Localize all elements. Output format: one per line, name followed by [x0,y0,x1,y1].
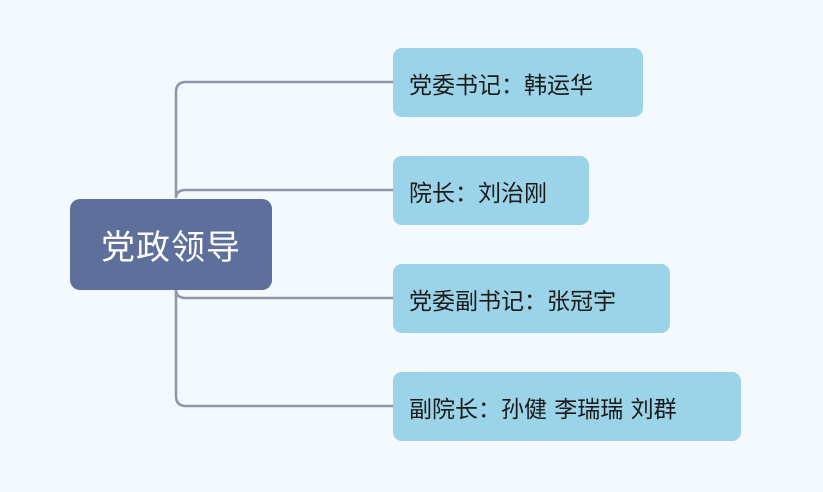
connector-line-2 [174,289,393,300]
connector-line-0 [174,80,393,198]
connector-line-3 [174,290,393,408]
subtopic-label: 党委副书记：张冠宇 [409,288,616,315]
subtopic-party-secretary[interactable]: 党委书记：韩运华 [393,48,643,117]
subtopic-president[interactable]: 院长：刘治刚 [393,156,589,225]
connector-line-1 [174,188,393,199]
subtopic-label: 副院长：孙健 李瑞瑞 刘群 [409,396,677,423]
subtopic-deputy-party-secretary[interactable]: 党委副书记：张冠宇 [393,264,670,333]
root-topic[interactable]: 党政领导 [70,199,272,290]
root-topic-label: 党政领导 [101,228,241,268]
subtopic-label: 院长：刘治刚 [409,180,547,207]
subtopic-vice-presidents[interactable]: 副院长：孙健 李瑞瑞 刘群 [393,372,741,441]
subtopic-label: 党委书记：韩运华 [409,72,593,99]
